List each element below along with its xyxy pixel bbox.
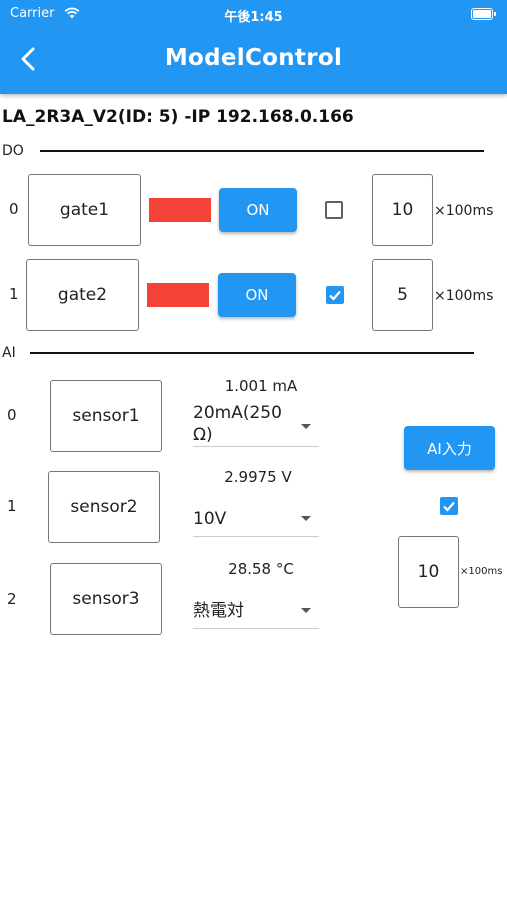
ai-row-index: 2 bbox=[7, 590, 17, 608]
ai-reading: 1.001 mA bbox=[224, 377, 298, 395]
status-bar: Carrier 午後1:45 bbox=[0, 6, 507, 25]
ai-range-value: 熱電対 bbox=[193, 601, 244, 621]
ai-divider bbox=[30, 352, 474, 354]
do-interval-input[interactable]: 5 bbox=[372, 259, 433, 331]
ai-row-index: 1 bbox=[7, 497, 17, 515]
ai-range-value: 10V bbox=[193, 509, 227, 529]
battery-icon bbox=[471, 8, 496, 20]
do-row-index: 0 bbox=[9, 200, 19, 218]
dropdown-caret-icon bbox=[301, 516, 311, 521]
ai-range-value: 20mA(250Ω) bbox=[193, 403, 282, 445]
ai-reading: 2.9975 V bbox=[224, 468, 292, 486]
ai-row-index: 0 bbox=[7, 406, 17, 424]
page-title: ModelControl bbox=[164, 45, 343, 71]
app-bar: Carrier 午後1:45 ModelControl bbox=[0, 0, 507, 94]
do-on-button[interactable]: ON bbox=[218, 273, 296, 317]
ai-range-dropdown[interactable]: 熱電対 bbox=[193, 596, 319, 629]
dropdown-caret-icon bbox=[301, 608, 311, 613]
do-enable-checkbox[interactable] bbox=[326, 286, 344, 304]
ai-interval-unit: ×100ms bbox=[460, 566, 503, 577]
do-interval-input[interactable]: 10 bbox=[372, 174, 433, 246]
do-section-label: DO bbox=[2, 143, 24, 159]
do-interval-unit: ×100ms bbox=[434, 203, 494, 219]
device-info: LA_2R3A_V2(ID: 5) -IP 192.168.0.166 bbox=[2, 107, 354, 127]
ai-range-dropdown[interactable]: 20mA(250Ω) bbox=[193, 402, 319, 447]
wifi-icon bbox=[64, 7, 80, 23]
ai-interval-input[interactable]: 10 bbox=[398, 536, 459, 608]
back-button[interactable] bbox=[14, 44, 44, 74]
check-icon bbox=[329, 290, 341, 301]
ai-name-field[interactable]: sensor2 bbox=[48, 471, 160, 543]
clock: 午後1:45 bbox=[224, 10, 283, 25]
ai-range-dropdown[interactable]: 10V bbox=[193, 504, 319, 537]
do-enable-checkbox[interactable] bbox=[325, 201, 343, 219]
ai-section-label: AI bbox=[2, 345, 16, 361]
do-status-indicator bbox=[149, 198, 211, 222]
do-status-indicator bbox=[147, 283, 209, 307]
ai-name-field[interactable]: sensor1 bbox=[50, 380, 162, 452]
dropdown-caret-icon bbox=[301, 424, 311, 429]
do-name-field[interactable]: gate1 bbox=[28, 174, 141, 246]
do-name-field[interactable]: gate2 bbox=[26, 259, 139, 331]
ai-name-field[interactable]: sensor3 bbox=[50, 563, 162, 635]
do-row-index: 1 bbox=[9, 285, 19, 303]
do-interval-unit: ×100ms bbox=[434, 288, 494, 304]
do-on-button[interactable]: ON bbox=[219, 188, 297, 232]
ai-reading: 28.58 °C bbox=[228, 560, 294, 578]
do-divider bbox=[40, 150, 484, 152]
ai-enable-checkbox[interactable] bbox=[440, 497, 458, 515]
carrier-label: Carrier bbox=[10, 6, 55, 21]
ai-input-button[interactable]: AI入力 bbox=[404, 426, 495, 470]
check-icon bbox=[443, 501, 455, 512]
